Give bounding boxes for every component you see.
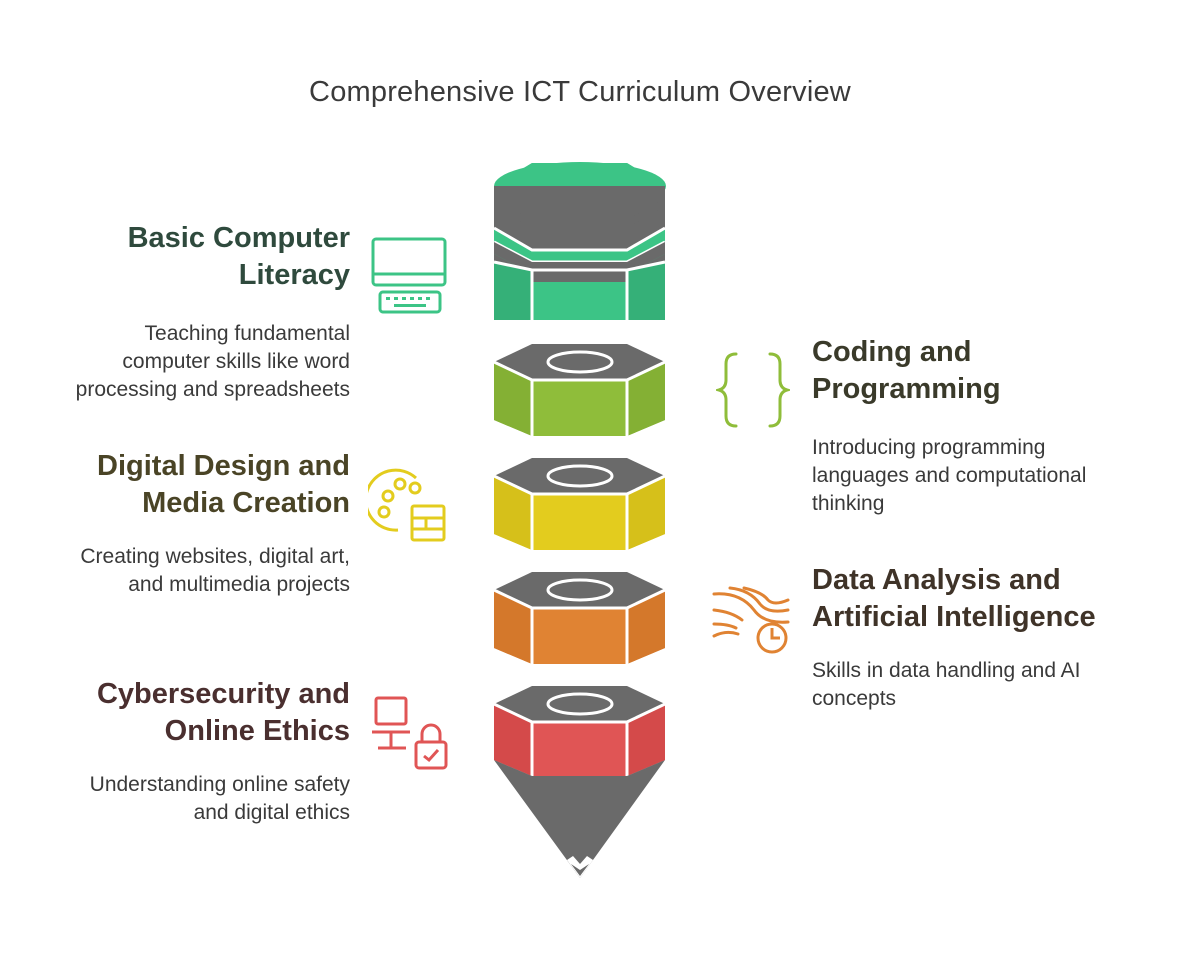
item-1-heading-line1: Basic Computer [127,222,350,254]
item-5-heading-line2: Online Ethics [164,715,350,747]
item-1-description: Teaching fundamental computer skills lik… [10,320,350,404]
item-4-heading: Data Analysis and Artificial Intelligenc… [812,562,1182,636]
item-3-heading-line2: Media Creation [142,487,350,519]
item-2-heading-line1: Coding and [812,336,972,368]
item-4-heading-line1: Data Analysis and [812,564,1061,596]
segment-3-block [493,458,666,550]
data-flow-clock-icon [712,586,790,654]
item-4-description: Skills in data handling and AI concepts [812,657,1182,713]
item-4-desc-line: concepts [812,687,897,710]
segment-5-block [493,686,666,776]
laptop-lock-icon [372,696,448,770]
item-2-description: Introducing programming languages and co… [812,434,1182,518]
item-1-desc-line: processing and spreadsheets [75,378,350,401]
item-5-description: Understanding online safety and digital … [10,771,350,827]
item-3-desc-line: and multimedia projects [128,573,350,596]
item-2-heading-line2: Programming [812,373,1001,405]
item-3-description: Creating websites, digital art, and mult… [10,543,350,599]
item-2-heading: Coding and Programming [812,334,1172,408]
computer-keyboard-icon [371,237,447,314]
segment-1-block [493,162,666,320]
item-2-desc-line: Introducing programming [812,436,1046,459]
segment-2-block [493,344,666,436]
item-5-desc-line: and digital ethics [193,801,350,824]
segment-4-block [493,572,666,664]
item-3-heading: Digital Design and Media Creation [20,448,350,522]
pencil-tip [494,760,665,878]
item-5-heading-line1: Cybersecurity and [96,678,350,710]
item-2-desc-line: thinking [812,492,885,515]
palette-design-icon [368,468,446,542]
item-5-heading: Cybersecurity and Online Ethics [20,676,350,750]
page-title: Comprehensive ICT Curriculum Overview [309,76,851,108]
item-1-heading-line2: Literacy [238,259,350,291]
item-5-desc-line: Understanding online safety [89,773,350,796]
item-2-desc-line: languages and computational [812,464,1087,487]
item-1-desc-line: Teaching fundamental [144,322,350,345]
item-4-heading-line2: Artificial Intelligence [812,601,1096,633]
curly-braces-icon [716,352,790,428]
item-1-desc-line: computer skills like word [122,350,350,373]
item-4-desc-line: Skills in data handling and AI [812,659,1081,682]
item-3-desc-line: Creating websites, digital art, [80,545,350,568]
item-3-heading-line1: Digital Design and [97,450,350,482]
item-1-heading: Basic Computer Literacy [20,220,350,294]
